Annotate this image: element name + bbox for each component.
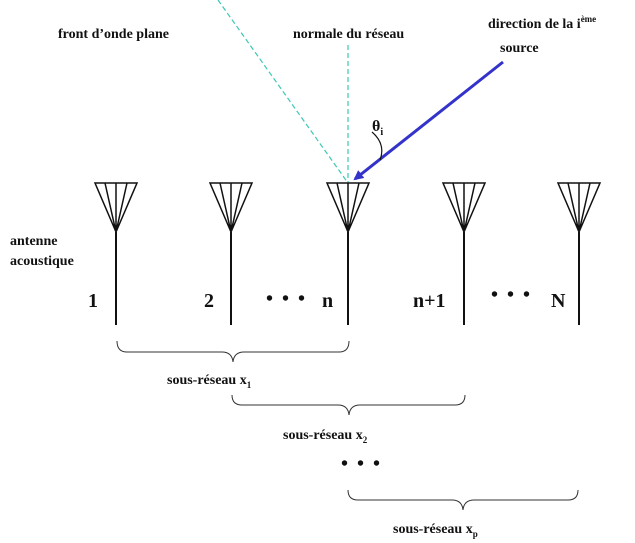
antenna-1 — [93, 182, 139, 325]
subarray-brace-p — [347, 489, 579, 511]
antenna-n-plus-1 — [441, 182, 487, 325]
subarray-label-1: sous-réseau x1 — [167, 373, 252, 390]
antenna-n-element — [325, 182, 371, 234]
antenna-N-element — [556, 182, 602, 234]
source-direction-label: direction de la ième — [488, 14, 596, 32]
subarray-label-2: sous-réseau x2 — [283, 428, 368, 445]
antenna-label-n-plus-1: n+1 — [413, 290, 446, 312]
antenna-2-element — [208, 182, 254, 234]
antenna-n-plus-1-element — [441, 182, 487, 234]
antenna-label-N: N — [551, 290, 566, 312]
wavefront-line — [217, 0, 349, 184]
wavefront-label: front d’onde plane — [58, 27, 169, 42]
array-normal-label: normale du réseau — [293, 27, 404, 42]
subarray-label-p: sous-réseau xp — [393, 522, 478, 539]
antenna-label-line1: antenne — [10, 234, 57, 249]
angle-label: θi — [372, 118, 383, 138]
subarray-brace-1 — [116, 340, 350, 363]
antenna-label-1: 1 — [88, 290, 98, 312]
angle-arc — [371, 131, 383, 161]
antenna-n — [325, 182, 371, 325]
antenna-label-line2: acoustique — [10, 254, 74, 269]
antenna-label-n: n — [322, 290, 333, 312]
antenna-N — [556, 182, 602, 325]
subarray-brace-2 — [231, 394, 466, 416]
ellipsis-1: • • • — [266, 288, 307, 310]
antenna-label-2: 2 — [204, 290, 214, 312]
antenna-2 — [208, 182, 254, 325]
ellipsis-3: • • • — [341, 453, 382, 475]
ellipsis-2: • • • — [491, 284, 532, 306]
antenna-1-element — [93, 182, 139, 234]
source-direction-label-line2: source — [500, 41, 539, 56]
